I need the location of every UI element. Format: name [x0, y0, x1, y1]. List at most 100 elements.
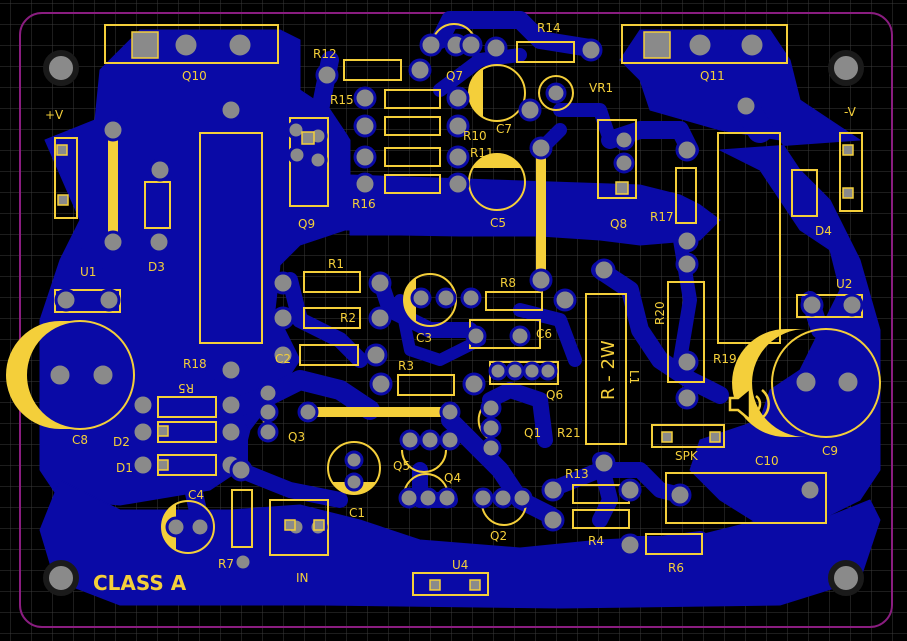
pad: [675, 386, 699, 410]
pad: [353, 86, 377, 110]
mount-hole-tl: [43, 50, 79, 86]
pad: [615, 181, 629, 195]
label-r1: R1: [328, 257, 344, 271]
pad: [541, 478, 565, 502]
q10-outline: [104, 24, 279, 64]
pad: [271, 343, 295, 367]
label-d3: D3: [148, 260, 165, 274]
label-r17: R17: [650, 210, 674, 224]
label-q8: Q8: [610, 217, 627, 231]
pad: [131, 453, 155, 477]
pad: [419, 33, 443, 57]
c9-outline: [771, 328, 881, 438]
pad: [308, 150, 328, 170]
pad: [592, 451, 616, 475]
label-r18: R18: [183, 357, 207, 371]
pad: [618, 478, 642, 502]
d4-outline: [791, 169, 818, 217]
pad: [460, 287, 482, 309]
pad: [90, 362, 116, 388]
pad: [511, 487, 533, 509]
pad: [313, 519, 325, 531]
label-r4: R4: [588, 534, 604, 548]
pad: [56, 144, 68, 156]
r10-outline: [384, 116, 441, 136]
pad: [842, 144, 854, 156]
pad: [233, 552, 253, 572]
pad: [480, 397, 502, 419]
pad: [618, 533, 642, 557]
pad: [465, 325, 487, 347]
pad: [459, 33, 483, 57]
r11-outline: [384, 147, 441, 167]
pad: [446, 145, 470, 169]
label-r21: R21: [557, 426, 581, 440]
pad: [480, 417, 502, 439]
label-r7: R7: [218, 557, 234, 571]
pad: [408, 58, 432, 82]
r14-outline: [516, 41, 575, 63]
pad: [592, 258, 616, 282]
pad: [417, 487, 439, 509]
pad: [271, 271, 295, 295]
pad: [545, 82, 567, 104]
label-r10: R10: [463, 129, 487, 143]
label-vr1: VR1: [589, 81, 613, 95]
label-c8: C8: [72, 433, 88, 447]
label-r16: R16: [352, 197, 376, 211]
pad: [172, 31, 200, 59]
pad: [369, 372, 393, 396]
pad: [353, 145, 377, 169]
pad: [364, 343, 388, 367]
vr1-outline: [538, 75, 574, 111]
q2-outline: [481, 502, 527, 526]
pad: [410, 287, 432, 309]
pad: [840, 293, 864, 317]
pad: [675, 350, 699, 374]
label-c6: C6: [536, 327, 552, 341]
label-q9: Q9: [298, 217, 315, 231]
label-d1: D1: [116, 461, 133, 475]
pad: [101, 118, 125, 142]
pad: [157, 459, 169, 471]
spk-connector: [651, 424, 725, 448]
label-l1: L1: [627, 370, 641, 384]
label-r11: R11: [470, 146, 494, 160]
pad: [226, 31, 254, 59]
pad: [165, 516, 187, 538]
pad: [301, 131, 315, 145]
pad: [315, 63, 339, 87]
label-r2w: R - 2W: [598, 340, 619, 400]
pad: [538, 361, 558, 381]
pad: [47, 362, 73, 388]
pad: [541, 508, 565, 532]
pad: [439, 401, 461, 423]
pad: [344, 450, 364, 470]
label-r8: R8: [500, 276, 516, 290]
label-r12: R12: [313, 47, 337, 61]
labels: Q10 Q11 R12 Q7 R14 VR1 R15 R10 C7 R11 Q9…: [45, 21, 857, 595]
mounting-holes: [43, 50, 864, 596]
pad: [579, 38, 603, 62]
r5-outline: [157, 396, 217, 418]
label-u4: U4: [452, 558, 468, 572]
pad: [492, 487, 514, 509]
pad: [613, 152, 635, 174]
q8-outline: [597, 119, 637, 199]
q11-outline: [621, 24, 788, 64]
label-c1: C1: [349, 506, 365, 520]
pad: [368, 271, 392, 295]
pad: [472, 487, 494, 509]
pad: [147, 230, 171, 254]
pad: [189, 516, 211, 538]
r21-outline: [585, 293, 627, 445]
pad: [131, 420, 155, 444]
r2-outline: [303, 307, 361, 329]
pad: [219, 98, 243, 122]
pad: [435, 287, 457, 309]
pad: [668, 483, 692, 507]
label-u2: U2: [836, 277, 852, 291]
label-r14: R14: [537, 21, 561, 35]
pad: [344, 472, 364, 492]
